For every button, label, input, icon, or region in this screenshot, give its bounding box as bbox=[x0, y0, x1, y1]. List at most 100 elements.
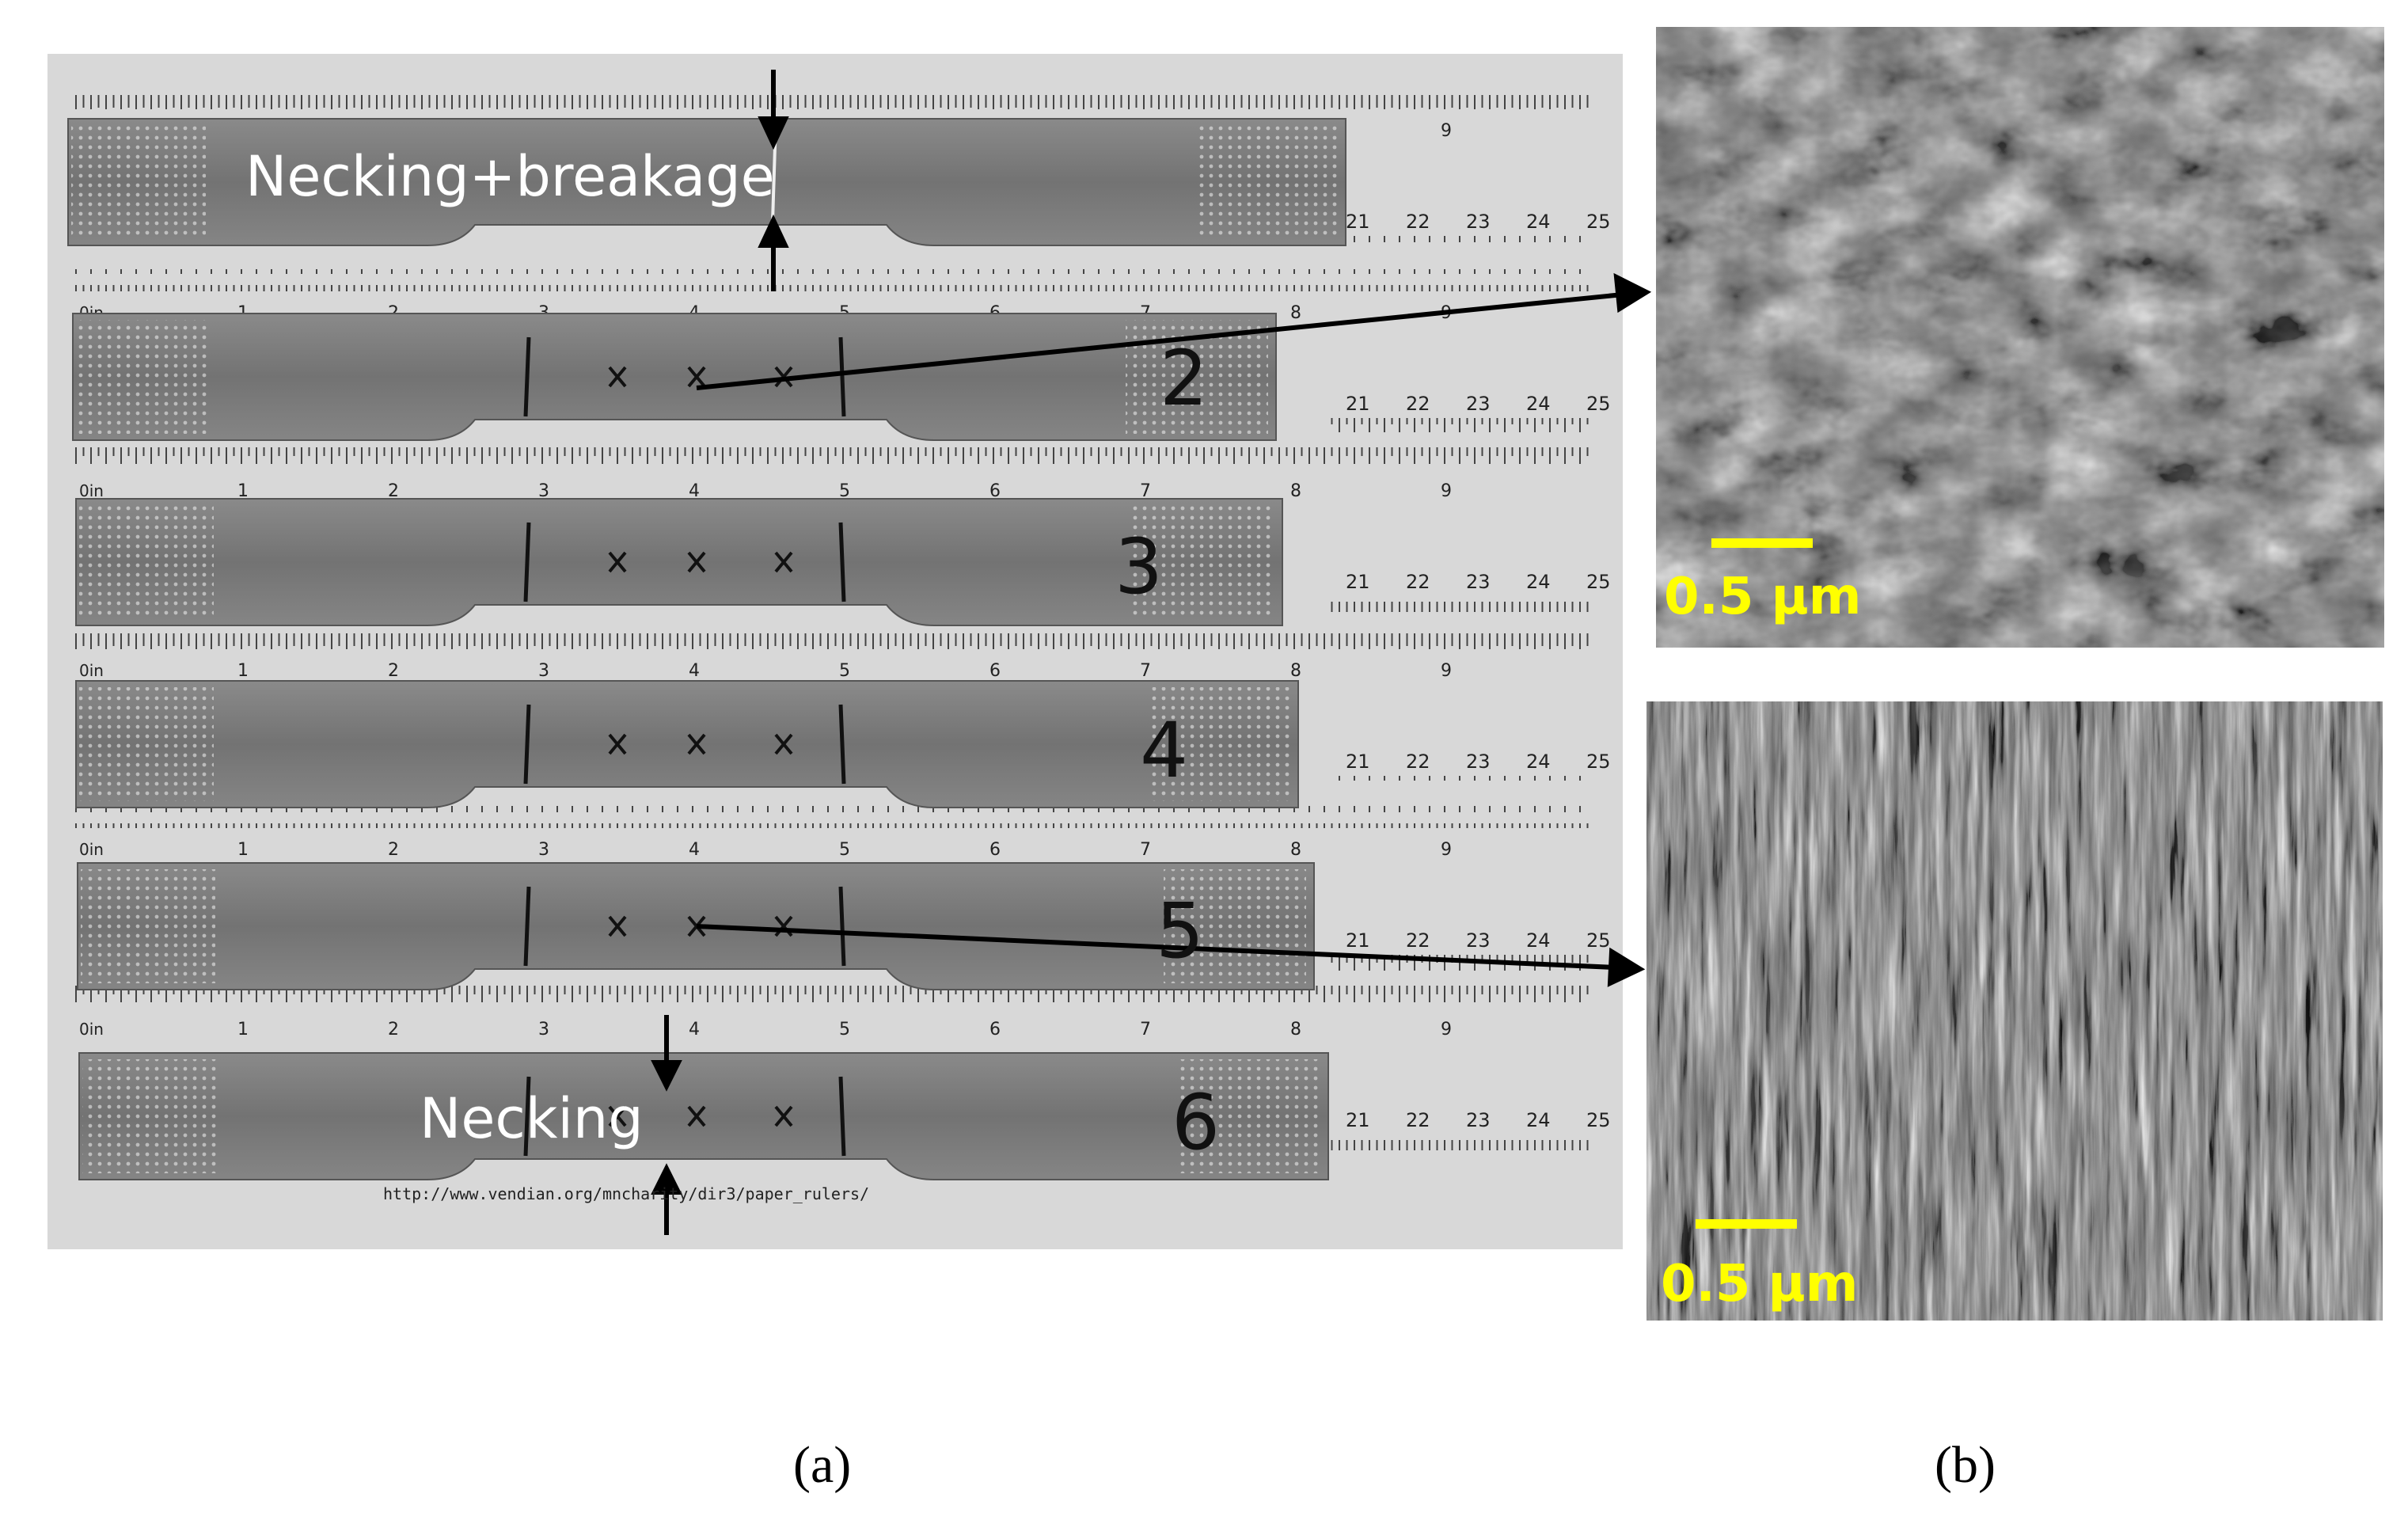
gauge-mark bbox=[523, 336, 531, 417]
ruler-cm-label: 21 bbox=[1346, 211, 1370, 233]
specimen-number-2: 2 bbox=[1160, 334, 1209, 423]
ruler-cm-label: 25 bbox=[1586, 751, 1611, 773]
gauge-mark bbox=[838, 336, 846, 417]
ruler-inch-label: 7 bbox=[1140, 1020, 1151, 1039]
panel-label-a: (a) bbox=[793, 1436, 852, 1494]
ruler-cm-label: 23 bbox=[1466, 1109, 1491, 1131]
ruler-cm-label: 22 bbox=[1406, 211, 1430, 233]
gauge-mark bbox=[838, 886, 846, 967]
gauge-mark bbox=[523, 704, 531, 785]
x-mark bbox=[608, 551, 627, 573]
ruler-cm-label: 21 bbox=[1346, 393, 1370, 415]
ruler-cm-label: 21 bbox=[1346, 1109, 1370, 1131]
ruler-cm-label: 25 bbox=[1586, 1109, 1611, 1131]
ruler-ticks bbox=[71, 87, 1591, 109]
ruler-inch-label: 7 bbox=[1140, 661, 1151, 681]
ruler-cm-label: 25 bbox=[1586, 571, 1611, 593]
ruler-cm-label: 25 bbox=[1586, 929, 1611, 952]
ruler-inch-label: 9 bbox=[1441, 1020, 1452, 1039]
micrograph-bottom bbox=[1646, 701, 2383, 1321]
ruler-inch-label: 2 bbox=[388, 661, 399, 681]
specimens bbox=[67, 118, 1346, 1180]
scale-label-bottom: 0.5 µm bbox=[1661, 1255, 1859, 1313]
ruler-inch-label: 6 bbox=[989, 661, 1001, 681]
ruler-inch-label: 2 bbox=[388, 481, 399, 501]
specimen-grip-right bbox=[1132, 505, 1274, 619]
ruler-inch-label: 3 bbox=[538, 661, 549, 681]
necking-annotation: Necking bbox=[420, 1086, 644, 1151]
specimen-grip-left bbox=[79, 505, 214, 619]
ruler-inch-label: 4 bbox=[689, 1020, 700, 1039]
ruler-inch-label: 3 bbox=[538, 840, 549, 860]
ruler-unit-label: 0in bbox=[79, 661, 104, 680]
x-mark bbox=[608, 1105, 627, 1127]
ruler-ticks bbox=[71, 627, 1591, 649]
specimen-number-6: 6 bbox=[1172, 1078, 1221, 1167]
ruler-cm-ticks bbox=[1330, 1134, 1591, 1150]
ruler-url: http://www.vendian.org/mncharity/dir3/pa… bbox=[383, 1184, 870, 1203]
scale-bar-bottom bbox=[1696, 1219, 1797, 1229]
x-mark bbox=[687, 366, 706, 388]
ruler-inch-label: 5 bbox=[839, 840, 850, 860]
ruler-inch-label: 2 bbox=[388, 1020, 399, 1039]
specimen-grip-left bbox=[81, 869, 215, 983]
scale-label-top: 0.5 µm bbox=[1664, 568, 1862, 626]
specimen-bar bbox=[75, 498, 1283, 626]
ruler-ticks bbox=[71, 447, 1591, 469]
x-mark bbox=[774, 733, 793, 755]
ruler-inch-label: 4 bbox=[689, 481, 700, 501]
ruler-cm-ticks bbox=[1330, 418, 1591, 434]
ruler-inch-label: 9 bbox=[1441, 481, 1452, 501]
specimen-bar bbox=[78, 1052, 1329, 1180]
specimen-number-4: 4 bbox=[1140, 706, 1189, 795]
ruler-inch-label: 8 bbox=[1290, 661, 1301, 681]
specimen-grip-left bbox=[82, 1059, 217, 1173]
specimen-bar bbox=[67, 118, 1346, 246]
ruler-inch-label: 3 bbox=[538, 1020, 549, 1039]
ruler-inch-label: 8 bbox=[1290, 303, 1301, 323]
ruler-inch-label: 7 bbox=[1140, 840, 1151, 860]
ruler-cm-label: 24 bbox=[1526, 751, 1551, 773]
specimen-number-3: 3 bbox=[1115, 523, 1164, 611]
ruler-inch-label: 1 bbox=[237, 481, 249, 501]
ruler-inch-label: 6 bbox=[989, 481, 1001, 501]
scale-bar-top bbox=[1711, 538, 1813, 548]
x-mark bbox=[608, 366, 627, 388]
ruler-inch-label: 4 bbox=[689, 661, 700, 681]
ruler-inch-label: 1 bbox=[237, 840, 249, 860]
ruler-cm-label: 23 bbox=[1466, 211, 1491, 233]
ruler-cm-label: 25 bbox=[1586, 211, 1611, 233]
gauge-mark bbox=[523, 1076, 531, 1157]
x-mark bbox=[687, 551, 706, 573]
ruler-cm-label: 24 bbox=[1526, 393, 1551, 415]
x-mark bbox=[608, 915, 627, 937]
gauge-mark bbox=[838, 704, 846, 785]
ruler-cm-label: 22 bbox=[1406, 393, 1430, 415]
ruler-cm-label: 23 bbox=[1466, 929, 1491, 952]
ruler-unit-label: 0in bbox=[79, 840, 104, 859]
specimen-bar bbox=[75, 680, 1299, 808]
x-mark bbox=[687, 733, 706, 755]
specimen-grip-right bbox=[1148, 687, 1290, 801]
ruler-cm-label: 24 bbox=[1526, 929, 1551, 952]
ruler-cm-label: 23 bbox=[1466, 571, 1491, 593]
ruler-cm-label: 21 bbox=[1346, 571, 1370, 593]
ruler-cm-label: 22 bbox=[1406, 751, 1430, 773]
gauge-mark bbox=[838, 522, 846, 602]
ruler-cm-label: 25 bbox=[1586, 393, 1611, 415]
ruler-cm-label: 24 bbox=[1526, 211, 1551, 233]
gauge-mark bbox=[523, 886, 531, 967]
necking-arrows bbox=[651, 70, 789, 1235]
rulers: 12345678921222324251234567890in212223242… bbox=[71, 87, 1611, 1150]
x-mark bbox=[774, 551, 793, 573]
ruler-cm-label: 21 bbox=[1346, 929, 1370, 952]
ruler-inch-label: 4 bbox=[689, 840, 700, 860]
ruler-inch-label: 7 bbox=[1140, 481, 1151, 501]
ruler-inch-label: 1 bbox=[237, 661, 249, 681]
x-mark bbox=[774, 1105, 793, 1127]
ruler-cm-label: 22 bbox=[1406, 1109, 1430, 1131]
ruler-inch-label: 3 bbox=[538, 481, 549, 501]
ruler-cm-label: 24 bbox=[1526, 1109, 1551, 1131]
panel-label-b: (b) bbox=[1935, 1436, 1996, 1494]
ruler-inch-label: 5 bbox=[839, 481, 850, 501]
